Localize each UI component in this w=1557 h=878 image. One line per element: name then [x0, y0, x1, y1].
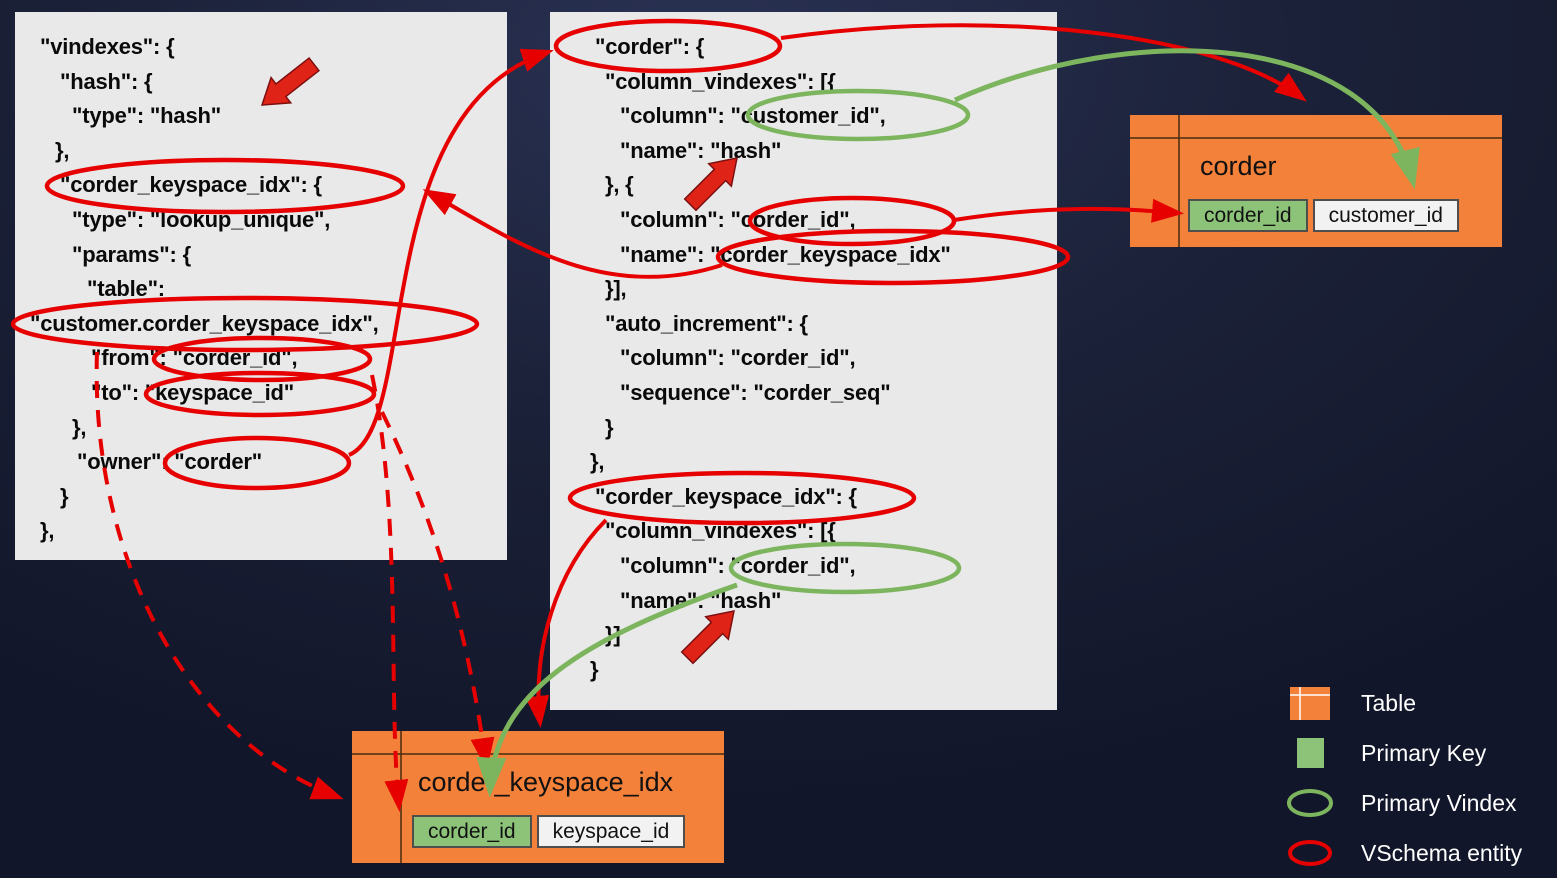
code-line: "customer.corder_keyspace_idx",: [30, 310, 379, 336]
code-line: }: [60, 483, 69, 509]
code-line: "table":: [87, 276, 165, 302]
code-line: "corder": {: [595, 34, 705, 59]
corder-table: corder corder_id customer_id: [1130, 115, 1502, 247]
legend-label: Primary Vindex: [1361, 789, 1517, 816]
legend-item-vschema-entity: VSchema entity: [1285, 836, 1522, 870]
legend: Table Primary Key Primary Vindex VSchema…: [1285, 686, 1522, 870]
table-icon: [1290, 686, 1330, 720]
table-title: corder: [1200, 151, 1277, 181]
table-header-divider: [352, 753, 724, 755]
vindexes-json-panel: "vindexes": { "hash": { "type": "hash"}, "c…: [15, 12, 507, 560]
code-line: "type": "hash": [72, 103, 221, 129]
table-side-divider: [1178, 115, 1180, 247]
code-line: }],: [605, 276, 627, 302]
code-line: "name": "corder_keyspace_idx": [620, 241, 951, 267]
code-line: "column": "corder_id",: [620, 345, 856, 371]
code-line: },: [72, 414, 87, 440]
code-line: "vindexes": {: [40, 34, 175, 59]
code-line: "corder_keyspace_idx": {: [60, 172, 322, 198]
code-line: },: [590, 449, 605, 475]
code-line: "name": "hash": [620, 137, 782, 163]
tables-json-panel: "corder": { "column_vindexes": [{ "column"…: [550, 12, 1057, 710]
code-line: "sequence": "corder_seq": [620, 379, 891, 405]
code-line: "column": "corder_id",: [620, 206, 856, 232]
code-line: },: [40, 518, 55, 544]
code-line: "column": "corder_id",: [620, 552, 856, 578]
primary-key-icon: [1296, 738, 1324, 768]
code-line: }, {: [605, 172, 634, 198]
code-line: }: [590, 656, 599, 682]
corder-keyspace-idx-table: corder_keyspace_idx corder_id keyspace_i…: [352, 731, 724, 863]
code-line: "column_vindexes": [{: [605, 68, 836, 94]
code-line: "owner": "corder": [77, 449, 263, 475]
column-cell-corder-id: corder_id: [412, 815, 532, 848]
column-cell-customer-id: customer_id: [1312, 199, 1459, 232]
table-side-divider: [400, 731, 402, 863]
table-header-divider: [1130, 137, 1502, 139]
code-line: "auto_increment": {: [605, 310, 808, 336]
column-cell-corder-id: corder_id: [1188, 199, 1308, 232]
primary-vindex-icon: [1287, 789, 1333, 817]
code-line: "params": {: [72, 241, 191, 267]
code-line: "corder_keyspace_idx": {: [595, 483, 857, 509]
table-title: corder_keyspace_idx: [418, 767, 674, 797]
code-line: },: [55, 137, 70, 163]
legend-item-table: Table: [1285, 686, 1522, 720]
code-line: "to": "keyspace_id": [91, 379, 294, 405]
code-line: "hash": {: [60, 68, 153, 94]
code-line: "type": "lookup_unique",: [72, 206, 331, 232]
legend-item-primary-vindex: Primary Vindex: [1285, 786, 1522, 820]
code-line: "from": "corder_id",: [91, 345, 298, 371]
code-line: }: [605, 414, 614, 440]
legend-label: Primary Key: [1361, 739, 1487, 766]
vschema-entity-icon: [1288, 840, 1332, 866]
code-line: }]: [605, 622, 621, 648]
column-cell-keyspace-id: keyspace_id: [536, 815, 686, 848]
legend-item-primary-key: Primary Key: [1285, 736, 1522, 770]
legend-label: VSchema entity: [1361, 839, 1523, 866]
code-line: "name": "hash": [620, 587, 782, 613]
code-line: "column_vindexes": [{: [605, 518, 836, 544]
code-line: "column": "customer_id",: [620, 103, 886, 129]
legend-label: Table: [1361, 689, 1416, 716]
